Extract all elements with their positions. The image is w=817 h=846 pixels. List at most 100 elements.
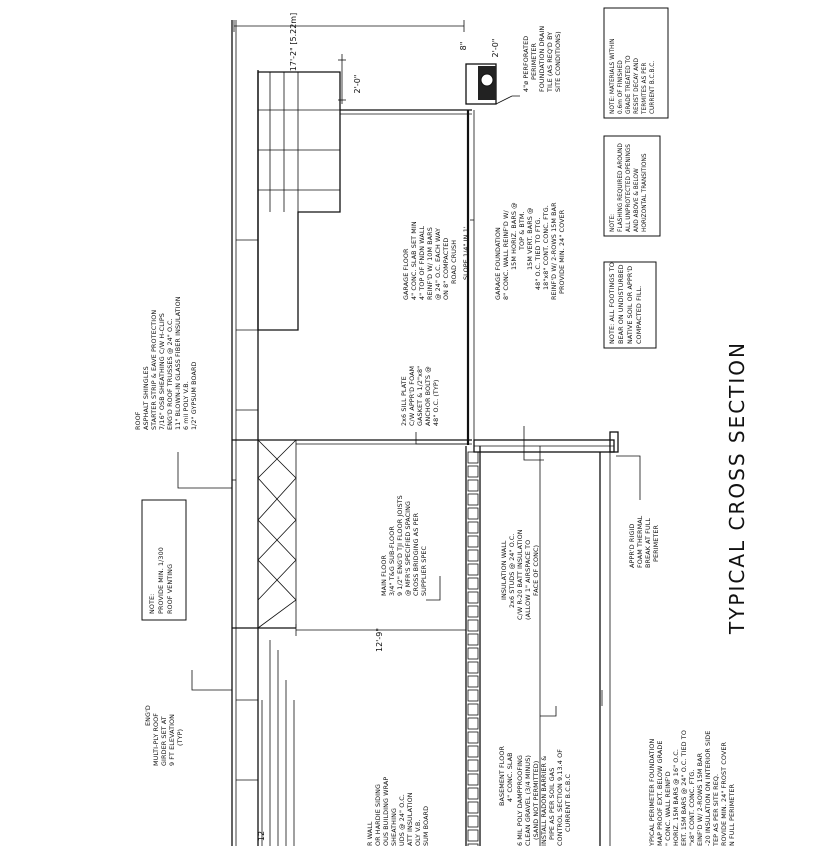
basement-wall-blocking: [467, 451, 479, 846]
wall-block: [467, 549, 479, 562]
perim-line-4: HORIZ. 15M BARS @ 16" O.C.: [672, 749, 680, 846]
roof-line-7: 6 mil POLY V.B.: [182, 381, 190, 430]
main-floor-line-2: 3/4" T&G SUB-FLOOR: [388, 526, 396, 596]
sill-line-3: GASKET & 1/2"x8": [416, 366, 424, 426]
drain-tile-line-4: TILE (AS REQ'D BY: [546, 32, 554, 93]
main-floor-line-3: 9 1/2" ENG'D TJI FLOOR JOISTS: [396, 495, 404, 596]
girder-line-2: MULTI-PLY ROOF: [152, 713, 160, 766]
roof-line-6: 11" BLOWN-IN GLASS FIBER INSULATION: [174, 296, 182, 430]
ext-wall-line-2: OR HARDIE SIDING: [374, 784, 382, 846]
wall-block: [467, 829, 479, 842]
roof-line-5: ENG'D ROOF TRUSSES @ 24" O.C.: [166, 318, 174, 430]
materials-note-line-4: RESIST DECAY AND: [634, 57, 640, 114]
sill-line-5: 48" O.C. (TYP): [432, 380, 440, 426]
perim-line-3: " CONC. WALL REINF'D: [664, 771, 672, 846]
main-floor-line-5: CROSS BRIDGING AS PER: [412, 512, 420, 596]
wall-block: [467, 731, 479, 744]
perim-line-9: TEP AS PER SITE REQ.: [712, 774, 720, 846]
perim-line-10: ROVIDE MIN. 24" FROST COVER: [720, 742, 728, 846]
ext-wall-line-4: SHEATHING: [390, 808, 398, 846]
garage-floor-line-4: REINF'D W/ 10M BARS: [426, 227, 434, 300]
flashing-note-line-5: HORIZONTAL TRANSITIONS: [642, 153, 648, 232]
ext-wall-line-1: R WALL: [366, 821, 374, 846]
dimension-labels: 17'-2" [5.22m] 2'-0" 12'-9" 8" 2'-0" 12: [257, 13, 500, 841]
garage-fdn-line-8: REINF'D W/ 2-ROWS 15M BAR: [550, 202, 558, 300]
note-boxes: NOTE: PROVIDE MIN. 1/300 ROOF VENTING NO…: [141, 7, 669, 621]
garage-fdn-line-1: GARAGE FOUNDATION: [494, 227, 502, 300]
rigid-foam-line-3: BREAK AT FULL: [644, 518, 652, 568]
perim-line-5: ERT. 15M BARS @ 24" O.C. TIED TO: [680, 730, 688, 846]
rigid-foam-line-1: APPR'D RIGID: [628, 523, 636, 568]
small-marker-dimension: 12: [257, 831, 266, 841]
wall-block: [467, 465, 479, 478]
rigid-foam-line-2: FOAM THERMAL: [636, 515, 644, 568]
wall-block: [467, 773, 479, 786]
perim-line-7: EINF'D W/ 2-ROWS 15M BAR: [696, 752, 704, 846]
wall-block: [467, 759, 479, 772]
callout-drain-tile: 4"ø PERFORATED PERIMETER FOUNDATION DRAI…: [522, 26, 562, 93]
callout-rigid-foam: APPR'D RIGID FOAM THERMAL BREAK AT FULL …: [628, 515, 660, 568]
basement-line-3: 6 MIL POLY DAMPPROOFING: [516, 755, 524, 846]
garage-fdn-line-4: TOP & BTM.: [518, 211, 526, 251]
insulation-line-3: C/W R-20 BATT INSULATION: [516, 529, 524, 620]
callout-perimeter-foundation: YPICAL PERIMETER FOUNDATION MAP PROOF EX…: [648, 730, 736, 846]
garage-fdn-line-9: PROVIDE MIN. 24" COVER: [558, 209, 566, 294]
roof-line-2: ASPHALT SHINGLES: [142, 366, 150, 430]
main-floor-line-1: MAIN FLOOR: [380, 554, 388, 596]
ext-wall-line-8: SUM BOARD: [422, 806, 430, 846]
materials-note-line-6: CURRENT B.C.B.C.: [650, 61, 656, 114]
wall-block: [467, 633, 479, 646]
garage-floor-line-2: 4" CONC. SLAB SET MIN: [410, 221, 418, 300]
wall-block: [467, 591, 479, 604]
girder-line-4: 9 FT ELEVATION: [168, 714, 176, 766]
wall-block: [467, 689, 479, 702]
drain-tile-line-2: PERIMETER: [530, 42, 538, 80]
venting-note-line-1: NOTE:: [148, 594, 156, 614]
callout-garage-foundation: GARAGE FOUNDATION 8" CONC. WALL REINF'D …: [494, 202, 566, 300]
wall-block: [467, 801, 479, 814]
materials-note-line-2: 0.6m OF FINISHED: [618, 60, 624, 114]
overhang-dimension: 2'-0": [353, 75, 362, 94]
main-floor-line-4: @ MFR'S SPECIFIED SPACING: [404, 501, 412, 596]
garage-fdn-line-3: 15M HORIZ. BARS @: [510, 202, 518, 270]
drawing-title: TYPICAL CROSS SECTION: [725, 341, 749, 635]
roof-line-3: STARTER STRIP & EAVE PROTECTION: [150, 310, 158, 430]
basement-line-9: CURRENT B.C.B.C: [564, 774, 572, 832]
floor-truss-web: [232, 439, 297, 629]
materials-note-line-3: GRADE TREATED TO: [626, 55, 632, 114]
wall-block: [467, 507, 479, 520]
callout-basement-floor: BASEMENT FLOOR 4" CONC. SLAB 6 MIL POLY …: [498, 746, 572, 846]
callout-exterior-wall: R WALL OR HARDIE SIDING OUS BUILDING WRA…: [366, 777, 430, 846]
perim-line-6: "x8" CONT. CONC. FTG.: [688, 769, 696, 846]
drain-tile-line-5: SITE CONDITIONS): [554, 31, 562, 92]
wall-block: [467, 815, 479, 828]
roof-line-8: 1/2" GYPSUM BOARD: [190, 361, 198, 430]
flashing-note-line-2: FLASHING REQUIRED AROUND: [618, 143, 624, 232]
footing-depth-dimension: 2'-0": [491, 39, 500, 58]
wall-block: [467, 647, 479, 660]
callout-main-floor: MAIN FLOOR 3/4" T&G SUB-FLOOR 9 1/2" ENG…: [380, 495, 428, 596]
flashing-note-line-4: AND ABOVE & BELOW: [634, 168, 640, 232]
insulation-line-4: (ALLOW 1" AIRSPACE TO: [524, 540, 532, 620]
drain-tile-line-1: 4"ø PERFORATED: [522, 36, 530, 92]
roof-line-4: 7/16" OSB SHEATHING C/W H-CLIPS: [158, 313, 166, 430]
sill-line-1: 2x6 SILL PLATE: [400, 376, 408, 426]
garage-floor-line-1: GARAGE FLOOR: [402, 248, 410, 300]
sill-line-4: ANCHOR BOLTS @: [424, 366, 432, 426]
basement-line-1: BASEMENT FLOOR: [498, 746, 506, 806]
perim-line-1: YPICAL PERIMETER FOUNDATION: [648, 738, 656, 846]
overall-height-dimension: 17'-2" [5.22m]: [289, 13, 298, 71]
insulation-line-2: 2x6 STUDS @ 24" O.C.: [508, 534, 516, 608]
ext-wall-line-5: UDS @ 24" O.C.: [398, 794, 406, 846]
structure-linework: [177, 20, 641, 846]
main-floor-line-6: SUPPLIER SPEC: [420, 545, 428, 596]
wall-block: [467, 661, 479, 674]
venting-note: NOTE: PROVIDE MIN. 1/300 ROOF VENTING: [141, 499, 187, 621]
materials-note-line-1: NOTE: MATERIALS WITHIN: [610, 39, 616, 114]
perim-line-2: MAP PROOF EXT. BELOW GRADE: [656, 740, 664, 846]
insulation-line-5: FACE OF CONC): [532, 545, 540, 596]
wall-block: [467, 535, 479, 548]
callout-girder: ENG'D MULTI-PLY ROOF GIRDER SET AT 9 FT …: [144, 705, 184, 766]
basement-line-5: (SAND NOT PERMITTED): [532, 761, 540, 840]
